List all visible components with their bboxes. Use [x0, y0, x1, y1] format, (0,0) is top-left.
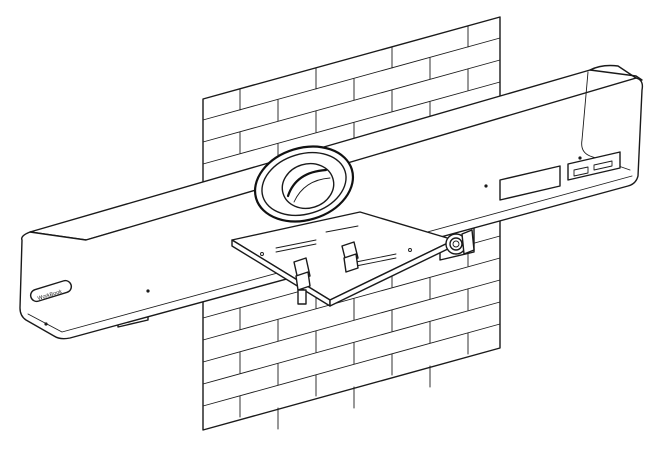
screw-dot: [44, 322, 48, 326]
camera-lens: [253, 145, 355, 223]
screw-dot: [146, 289, 150, 293]
screw-dot: [484, 184, 488, 188]
clamp-knob-right: [341, 241, 359, 273]
clamp-knob-left: [293, 257, 311, 305]
port-panel: [499, 151, 621, 201]
screw-dot: [578, 156, 582, 160]
side-mount-knob: [445, 229, 475, 255]
